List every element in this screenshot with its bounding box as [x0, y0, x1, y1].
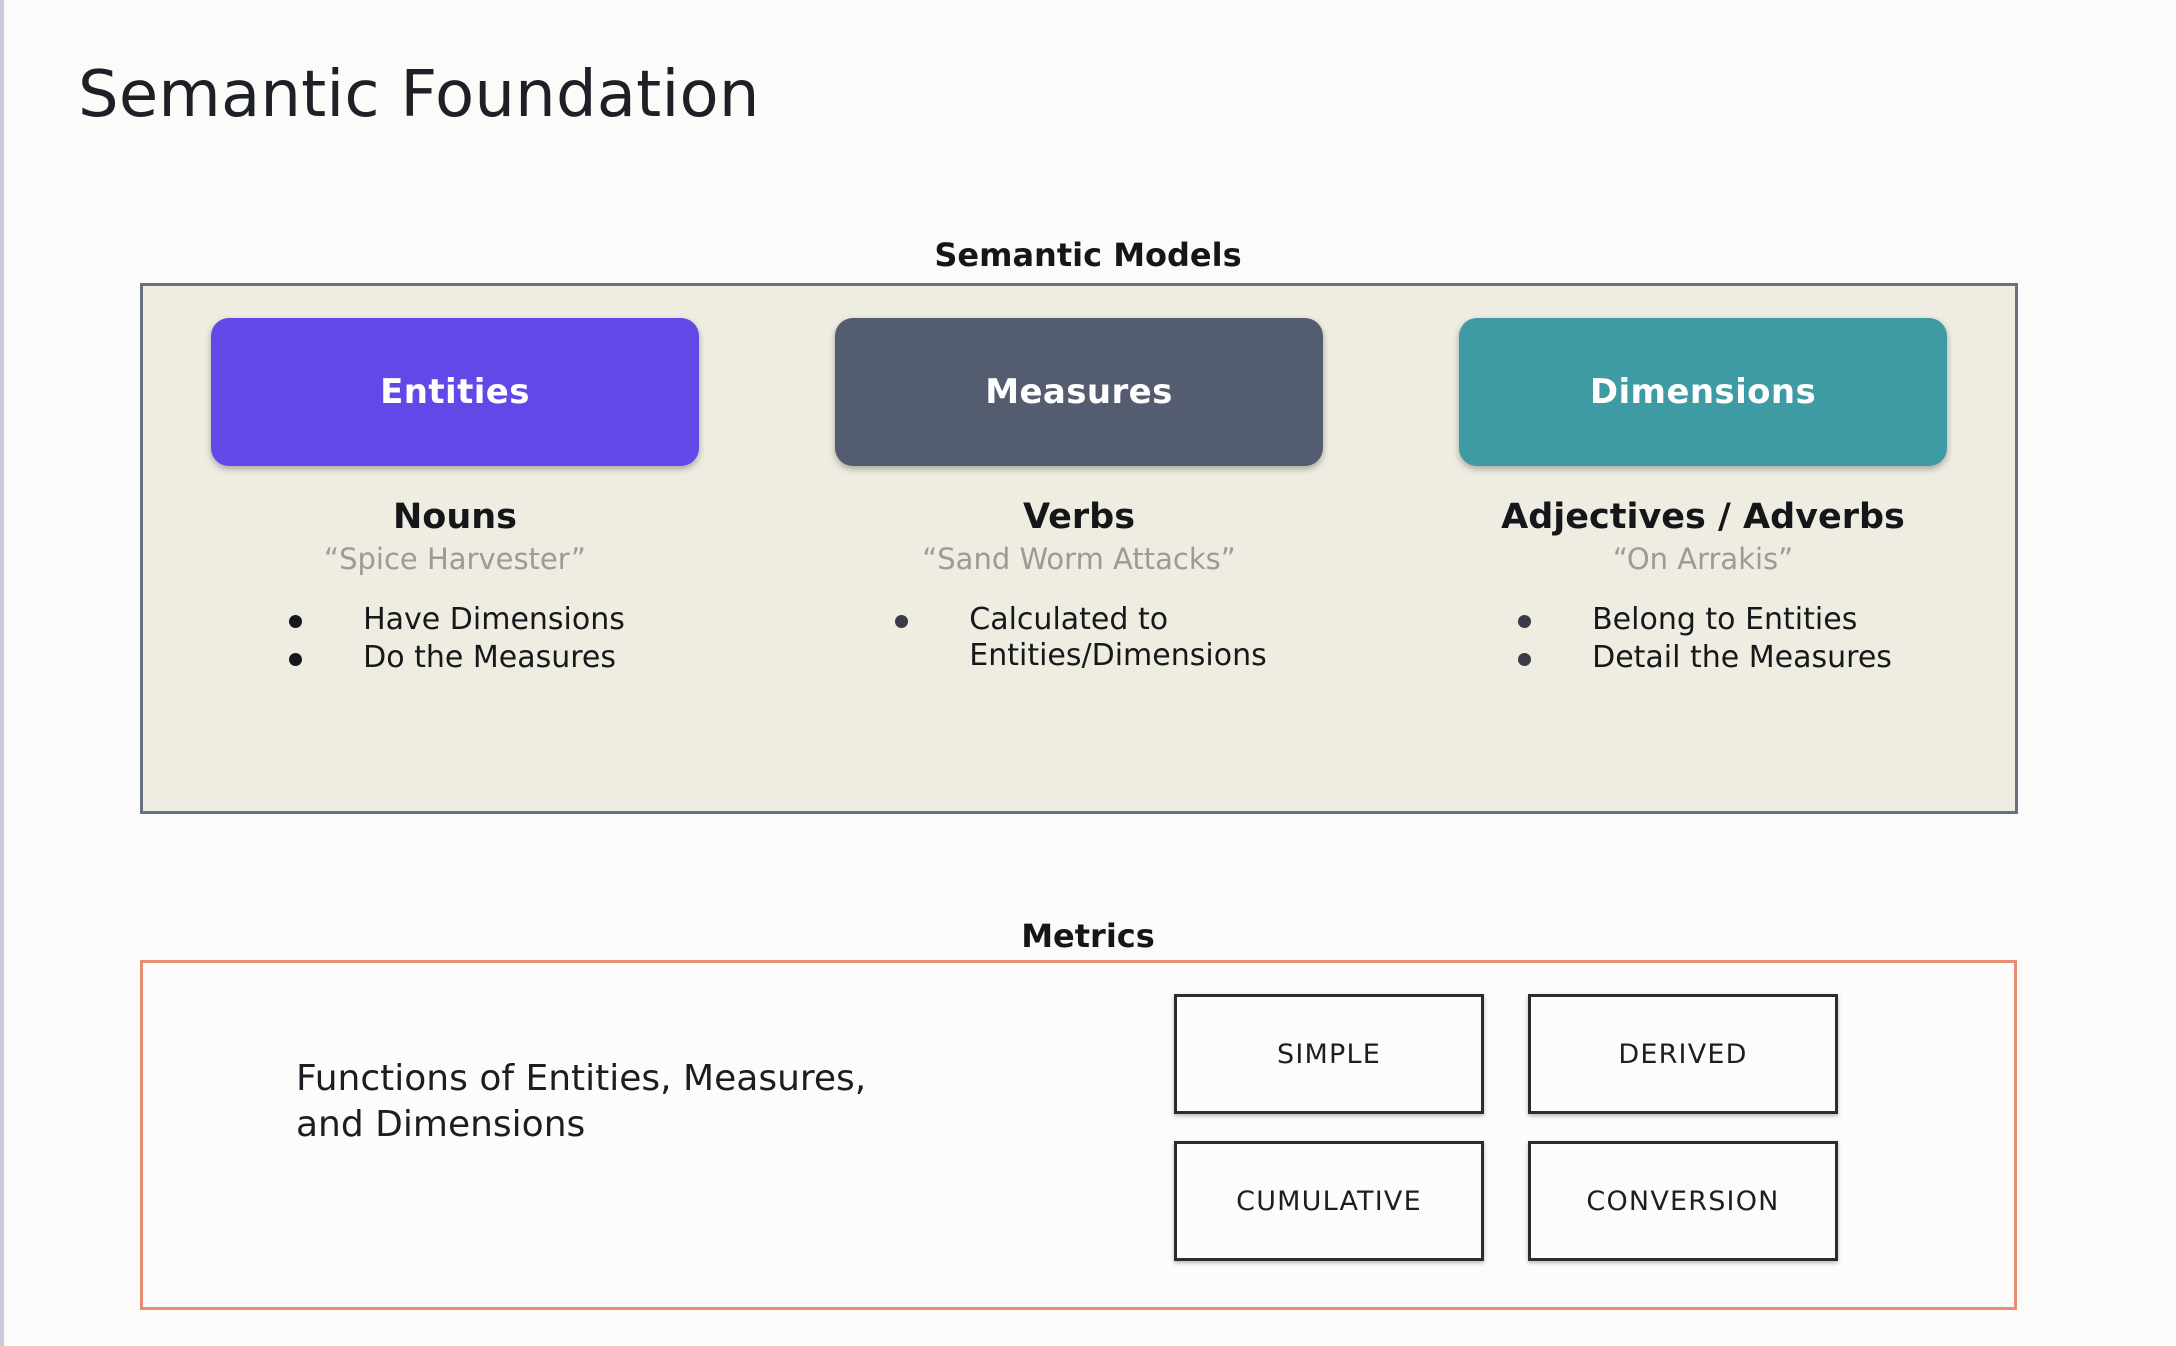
- part-of-speech-dimensions: Adjectives / Adverbs: [1501, 497, 1905, 537]
- part-of-speech-entities: Nouns: [392, 497, 517, 537]
- list-item-label: Have Dimensions: [363, 601, 625, 637]
- list-item: Detail the Measures: [1514, 640, 1892, 677]
- metrics-caption: Metrics: [1021, 917, 1155, 955]
- page-title: Semantic Foundation: [78, 58, 760, 132]
- metric-type-grid: SIMPLE DERIVED CUMULATIVE CONVERSION: [1174, 994, 1838, 1261]
- metrics-description: Functions of Entities, Measures, and Dim…: [296, 1058, 867, 1146]
- example-entities: “Spice Harvester”: [324, 541, 586, 576]
- bullet-dot-icon: [289, 653, 303, 667]
- list-item-label: Detail the Measures: [1592, 640, 1892, 676]
- bullet-list-entities: Have Dimensions Do the Measures: [285, 602, 625, 679]
- semantic-column-entities: Entities Nouns “Spice Harvester” Have Di…: [143, 286, 767, 811]
- metric-box-conversion[interactable]: CONVERSION: [1528, 1141, 1838, 1261]
- example-measures: “Sand Worm Attacks”: [922, 541, 1236, 576]
- list-item-label: Belong to Entities: [1592, 601, 1858, 637]
- metric-box-derived[interactable]: DERIVED: [1528, 994, 1838, 1114]
- card-entities[interactable]: Entities: [211, 318, 699, 466]
- bullet-dot-icon: [1518, 653, 1532, 667]
- example-dimensions: “On Arrakis”: [1612, 541, 1794, 576]
- list-item-label: Do the Measures: [363, 640, 616, 676]
- bullet-list-measures: Calculated to Entities/Dimensions: [891, 601, 1267, 677]
- semantic-models-caption: Semantic Models: [934, 236, 1242, 274]
- semantic-models-columns: Entities Nouns “Spice Harvester” Have Di…: [143, 286, 2015, 811]
- list-item: Have Dimensions: [285, 602, 625, 639]
- list-item: Calculated to Entities/Dimensions: [891, 601, 1267, 675]
- bullet-dot-icon: [289, 614, 303, 628]
- list-item: Do the Measures: [285, 640, 625, 677]
- bullet-list-dimensions: Belong to Entities Detail the Measures: [1514, 602, 1892, 679]
- bullet-dot-icon: [895, 614, 909, 628]
- semantic-column-measures: Measures Verbs “Sand Worm Attacks” Calcu…: [767, 286, 1391, 811]
- left-edge-strip: [0, 0, 4, 1346]
- card-dimensions[interactable]: Dimensions: [1459, 318, 1947, 466]
- card-measures[interactable]: Measures: [835, 318, 1323, 466]
- list-item-label: Calculated to Entities/Dimensions: [969, 601, 1267, 674]
- semantic-column-dimensions: Dimensions Adjectives / Adverbs “On Arra…: [1391, 286, 2015, 811]
- semantic-models-panel: Entities Nouns “Spice Harvester” Have Di…: [140, 283, 2018, 814]
- metric-box-simple[interactable]: SIMPLE: [1174, 994, 1484, 1114]
- part-of-speech-measures: Verbs: [1022, 497, 1136, 537]
- list-item: Belong to Entities: [1514, 602, 1892, 639]
- metrics-panel: Functions of Entities, Measures, and Dim…: [140, 960, 2017, 1310]
- metric-box-cumulative[interactable]: CUMULATIVE: [1174, 1141, 1484, 1261]
- bullet-dot-icon: [1518, 614, 1532, 628]
